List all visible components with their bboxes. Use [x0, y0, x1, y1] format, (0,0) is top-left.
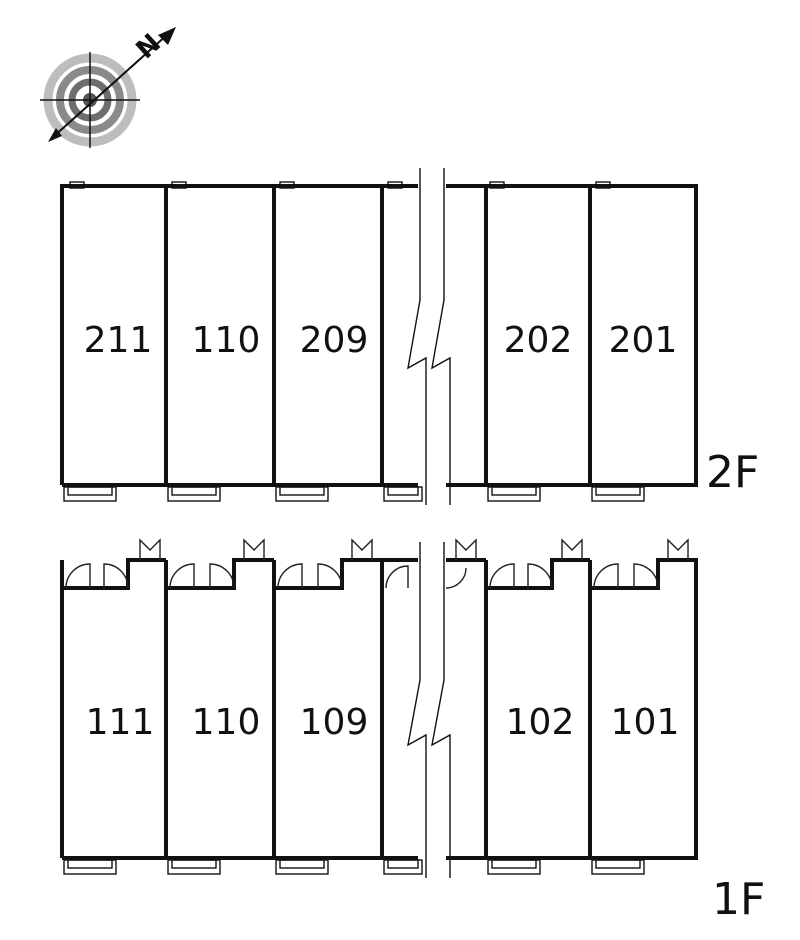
unit-label-111: 111 — [86, 702, 155, 743]
unit-label-202: 202 — [504, 320, 573, 361]
unit-label-110: 110 — [192, 320, 261, 361]
floor-label-2f: 2F — [706, 447, 759, 498]
compass-rose-icon: N — [40, 27, 176, 148]
unit-label-110-1f: 110 — [192, 702, 261, 743]
unit-label-102: 102 — [506, 702, 575, 743]
floor-1f: 111 110 109 102 101 1F — [60, 538, 765, 925]
floor-2f: 211 110 209 202 201 2F — [60, 168, 759, 505]
unit-label-201: 201 — [609, 320, 678, 361]
floor-label-1f: 1F — [712, 874, 765, 925]
unit-label-101: 101 — [611, 702, 680, 743]
unit-label-109: 109 — [300, 702, 369, 743]
unit-label-211: 211 — [84, 320, 153, 361]
unit-label-209: 209 — [300, 320, 369, 361]
